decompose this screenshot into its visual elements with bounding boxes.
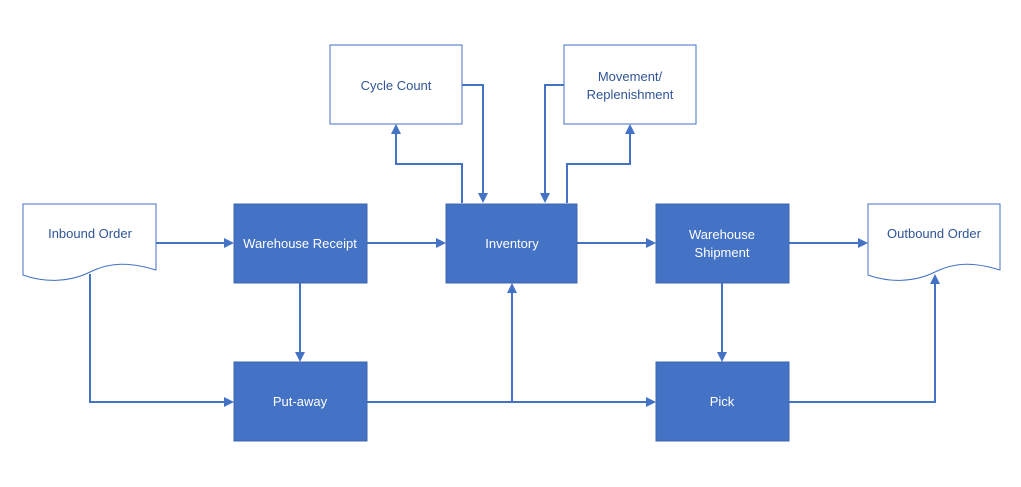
inbound-order-label: Inbound Order bbox=[48, 226, 133, 241]
inventory-box bbox=[445, 203, 578, 284]
movement-label-line2: Replenishment bbox=[587, 87, 674, 102]
warehouse-receipt-node: Warehouse Receipt bbox=[233, 203, 368, 284]
pick-label: Pick bbox=[710, 394, 735, 409]
outbound-order-shape bbox=[867, 203, 1001, 281]
put-away-node: Put-away bbox=[233, 361, 368, 442]
inventory-node: Inventory bbox=[445, 203, 578, 284]
pick-node: Pick bbox=[655, 361, 790, 442]
inbound-order-shape bbox=[22, 203, 157, 281]
put-away-label: Put-away bbox=[273, 394, 328, 409]
edge-inventory-to-cyclecount bbox=[391, 124, 463, 203]
edge-pick-to-outbound bbox=[789, 274, 940, 403]
edge-inventory-to-movement bbox=[566, 124, 635, 203]
warehouse-shipment-box bbox=[655, 203, 790, 284]
connectors bbox=[89, 84, 940, 407]
inbound-order-node: Inbound Order bbox=[22, 203, 157, 281]
edge-cyclecount-to-inventory bbox=[462, 84, 488, 203]
cycle-count-box bbox=[329, 44, 463, 125]
warehouse-receipt-box bbox=[233, 203, 368, 284]
edge-movement-to-inventory bbox=[540, 84, 564, 203]
movement-replenishment-node: Movement/ Replenishment bbox=[563, 44, 697, 125]
edge-inbound-to-putaway bbox=[89, 274, 234, 407]
outbound-order-label: Outbound Order bbox=[887, 226, 982, 241]
movement-replenishment-box bbox=[563, 44, 697, 125]
outbound-order-node: Outbound Order bbox=[867, 203, 1001, 281]
warehouse-shipment-label-line1: Warehouse bbox=[689, 227, 755, 242]
cycle-count-label: Cycle Count bbox=[361, 78, 432, 93]
movement-label-line1: Movement/ bbox=[598, 69, 663, 84]
inventory-label: Inventory bbox=[485, 236, 539, 251]
pick-box bbox=[655, 361, 790, 442]
put-away-box bbox=[233, 361, 368, 442]
warehouse-shipment-node: Warehouse Shipment bbox=[655, 203, 790, 284]
warehouse-shipment-label-line2: Shipment bbox=[695, 245, 750, 260]
warehouse-receipt-label: Warehouse Receipt bbox=[243, 236, 357, 251]
cycle-count-node: Cycle Count bbox=[329, 44, 463, 125]
